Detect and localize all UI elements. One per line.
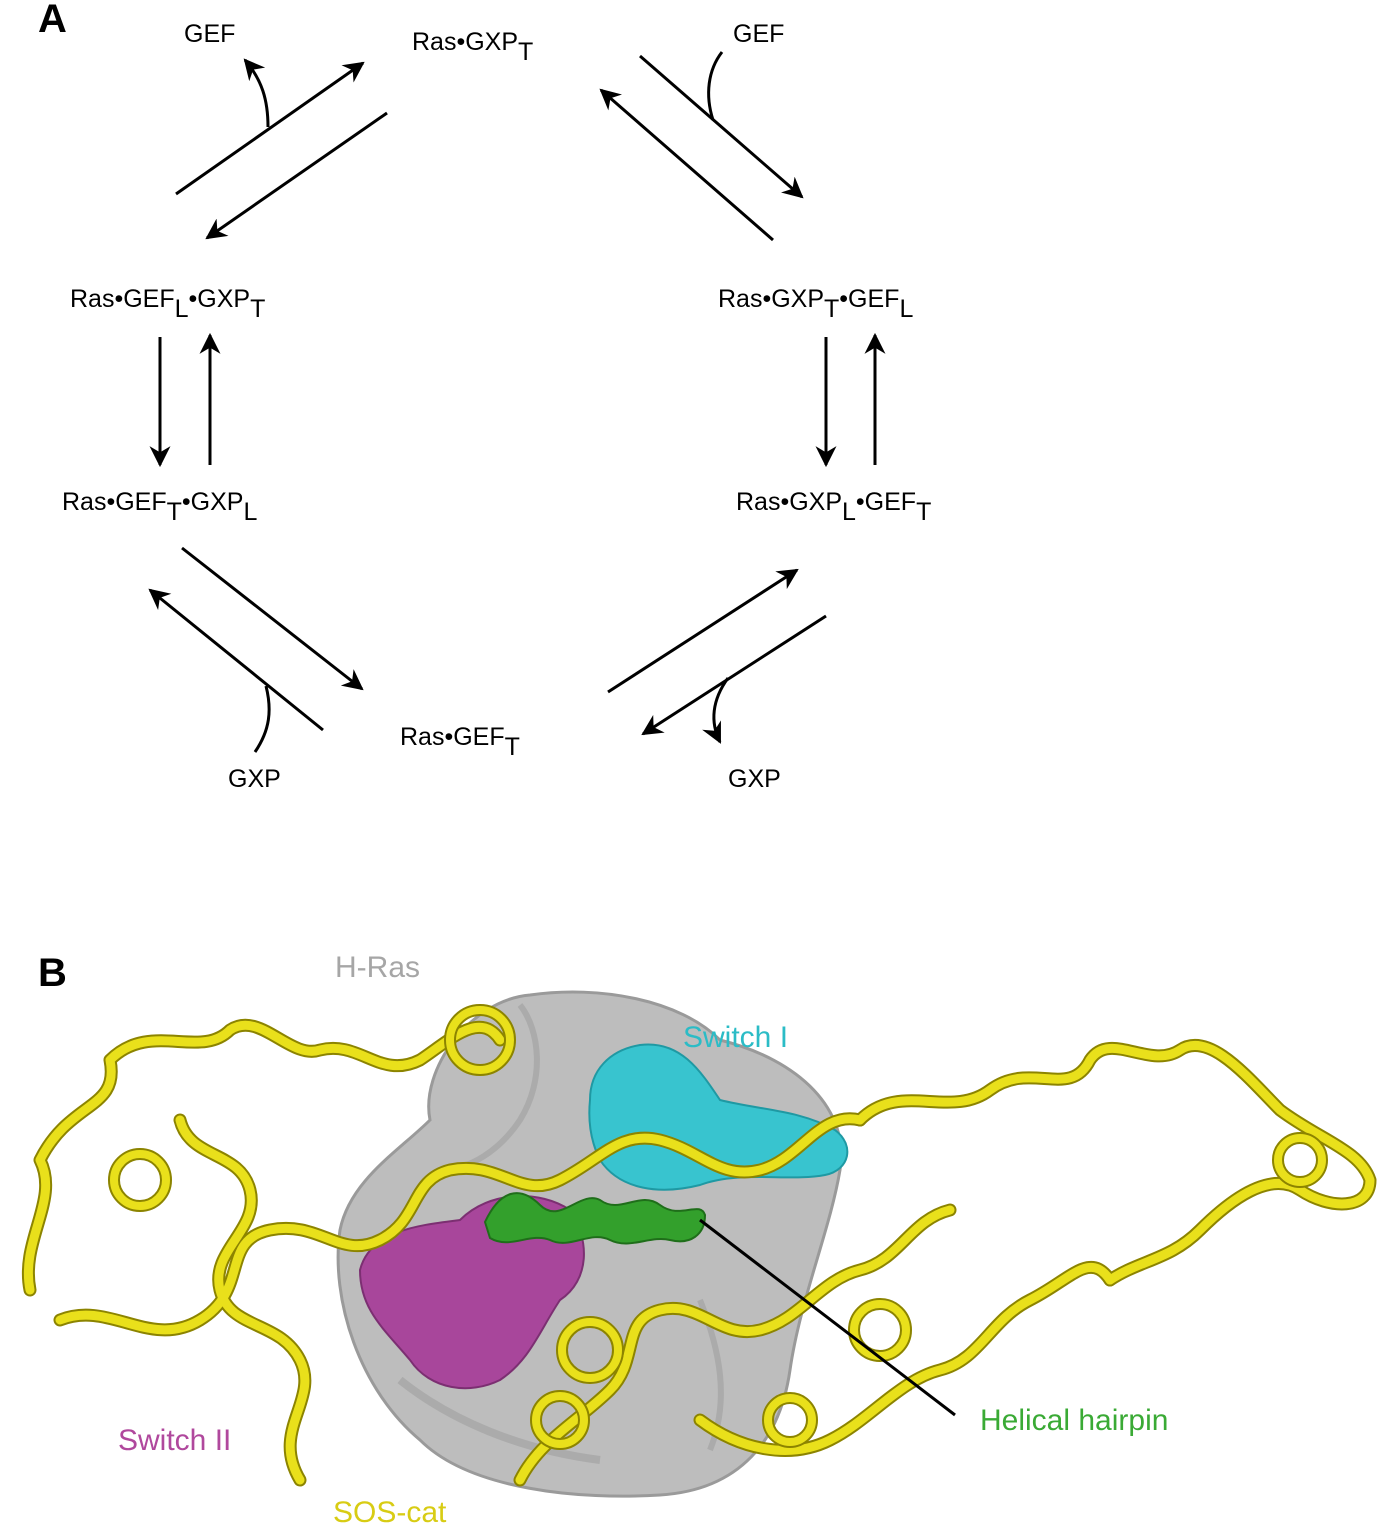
ribbon-coil-3 — [558, 1318, 622, 1382]
ribbon-strand-4 — [855, 1040, 1375, 1285]
helical-hairpin-leader — [699, 1218, 956, 1417]
ribbon-coil-5 — [1274, 1134, 1326, 1186]
label-gxp-left: GXP — [228, 765, 281, 793]
arrow-down-left-reverse — [148, 588, 324, 732]
sos-cat-ribbon — [22, 1004, 1377, 1487]
arrow-up-left-forward — [175, 61, 365, 196]
ribbon-strand-6 — [515, 1205, 955, 1485]
label-gxp-right: GXP — [728, 765, 781, 793]
switch2-patch — [358, 1195, 585, 1390]
label-helical-hairpin: Helical hairpin — [980, 1404, 1168, 1437]
arrow-up-left-reverse — [205, 111, 388, 240]
arrow-gef-release — [243, 58, 270, 128]
arrow-up-right-reverse — [599, 88, 774, 242]
arrow-down-left-forward — [181, 546, 364, 691]
arrow-gef-binding — [707, 51, 724, 121]
ribbon-strand-5 — [695, 1262, 1115, 1455]
label-gef-left: GEF — [184, 20, 235, 48]
arrow-gxp-release — [702, 677, 730, 744]
species-ras-gefl-gxpt: Ras•GEFL•GXPT — [70, 285, 265, 323]
ribbon-coil-1 — [446, 1006, 514, 1074]
surface-shading-2 — [397, 1376, 601, 1464]
species-ras-gxpt: Ras•GXPT — [412, 28, 533, 66]
panel-a: A Ras•GXPT Ras•GEFL•GXPT Ras•GXPT•GEFL R… — [38, 0, 931, 793]
label-switch2: Switch II — [118, 1424, 231, 1457]
helical-hairpin-body — [483, 1192, 707, 1245]
ribbon-coil-2 — [110, 1150, 170, 1210]
ribbon-strand-3 — [175, 1115, 310, 1485]
species-ras-geft: Ras•GEFT — [400, 723, 520, 761]
ribbon-coil-7 — [764, 1394, 816, 1446]
label-gef-right: GEF — [733, 20, 784, 48]
label-h-ras: H-Ras — [335, 951, 420, 984]
arrow-down-right-reverse — [641, 614, 827, 736]
ribbon-coil-4 — [850, 1300, 910, 1360]
ribbon-strand-2 — [55, 1114, 865, 1335]
ribbon-coil-6 — [532, 1392, 588, 1448]
ribbon-strand-1 — [24, 1020, 505, 1295]
panel-b-letter: B — [38, 951, 67, 995]
species-ras-geft-gxpl: Ras•GEFT•GXPL — [62, 488, 257, 526]
label-switch1: Switch I — [683, 1021, 788, 1054]
species-ras-gxpt-gefl: Ras•GXPT•GEFL — [718, 285, 913, 323]
label-sos-cat: SOS-cat — [333, 1496, 447, 1529]
arrow-up-right-forward — [639, 54, 804, 199]
helical-hairpin — [483, 1192, 707, 1245]
panel-b: B — [22, 951, 1377, 1529]
panel-a-letter: A — [38, 0, 67, 41]
arrow-down-right-forward — [607, 568, 799, 694]
ribbon-edge-4 — [853, 1038, 1377, 1287]
species-ras-gxpl-geft: Ras•GXPL•GEFT — [736, 488, 931, 526]
arrow-gxp-binding — [253, 685, 271, 753]
